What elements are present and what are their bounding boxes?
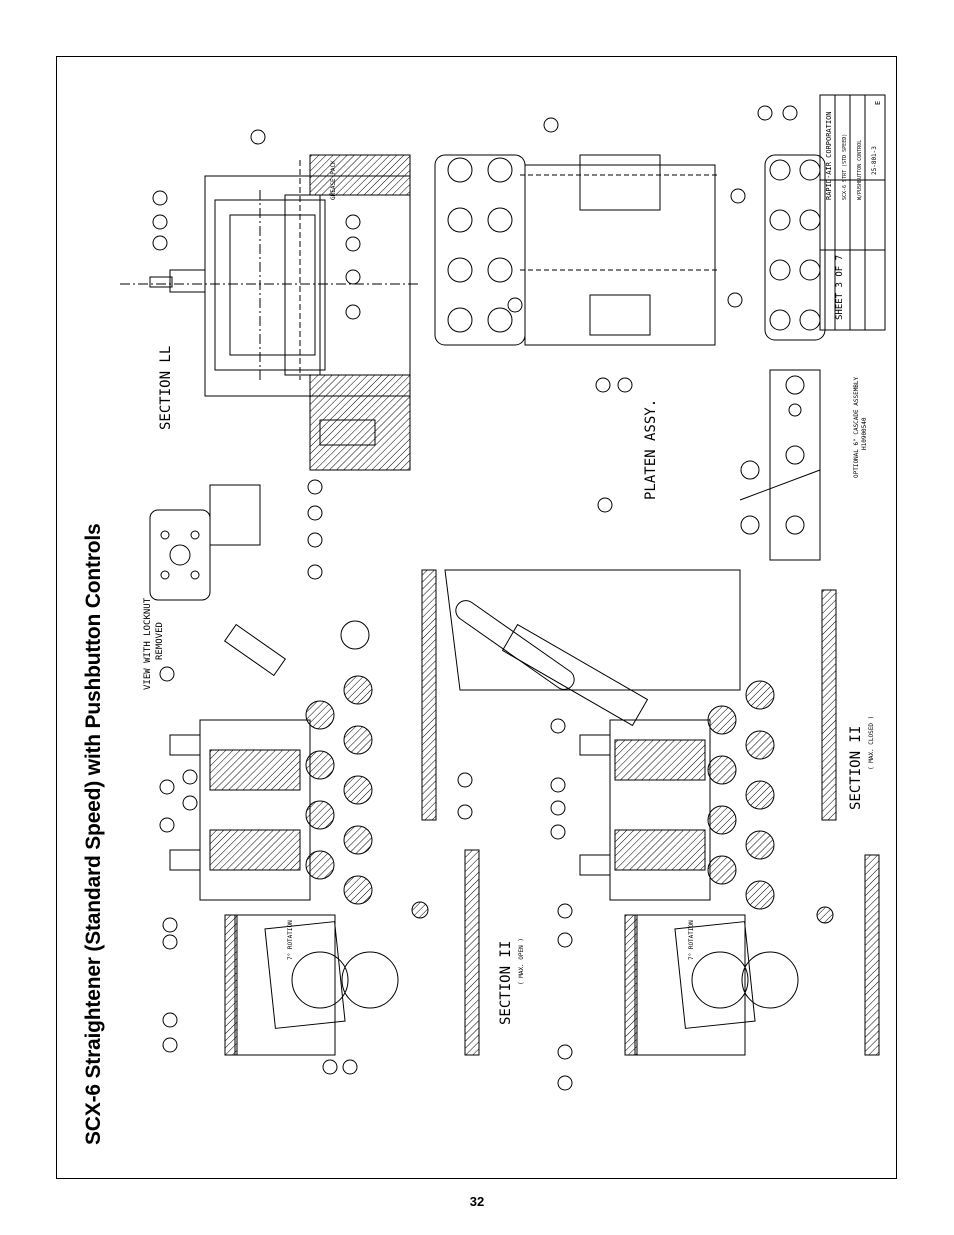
rotation-note-closed: 7° ROTATION xyxy=(688,920,695,960)
cascade-label: OPTIONAL 6" CASCADE ASSEMBLY xyxy=(853,376,860,478)
section-ii-open-note: ( MAX. OPEN ) xyxy=(518,938,525,985)
title-block xyxy=(819,94,886,331)
section-ii-closed-note: ( MAX. CLOSED ) xyxy=(868,716,875,770)
drawing-number: 25-801-3 xyxy=(871,146,878,175)
company-name: RAPID-AIR CORPORATION xyxy=(825,111,833,200)
title-block-line-1: SCX-6 STRT (STD SPEED) xyxy=(842,134,848,200)
locknut-view-label-2: REMOVED xyxy=(155,622,165,660)
cascade-assembly-view xyxy=(739,369,821,561)
grease-pack-label: GREASE PACK xyxy=(330,160,337,200)
rotation-note-open: 7° ROTATION xyxy=(287,920,294,960)
platen-assy-label: PLATEN ASSY. xyxy=(643,399,659,500)
page-number: 32 xyxy=(469,1194,485,1209)
locknut-view-label: VIEW WITH LOCKNUT xyxy=(143,597,153,690)
section-ll-label: SECTION LL xyxy=(158,346,174,430)
cascade-part-number: H10900540 xyxy=(861,417,868,450)
section-ii-open-view xyxy=(169,569,480,1056)
sheet-label: SHEET 3 OF 7 xyxy=(835,255,845,320)
revision: E xyxy=(874,101,882,105)
title-block-line-2: W/PUSHBUTTON CONTROL xyxy=(857,140,863,200)
section-ii-closed-view xyxy=(444,569,880,1056)
page-frame xyxy=(56,56,897,1179)
locknut-view xyxy=(149,484,261,601)
section-ii-open-label: SECTION II xyxy=(498,941,514,1025)
platen-assembly-view xyxy=(434,154,826,346)
section-ll-view xyxy=(120,154,420,471)
section-ii-closed-label: SECTION II xyxy=(848,726,864,810)
part-callout-balloons xyxy=(152,105,798,1091)
